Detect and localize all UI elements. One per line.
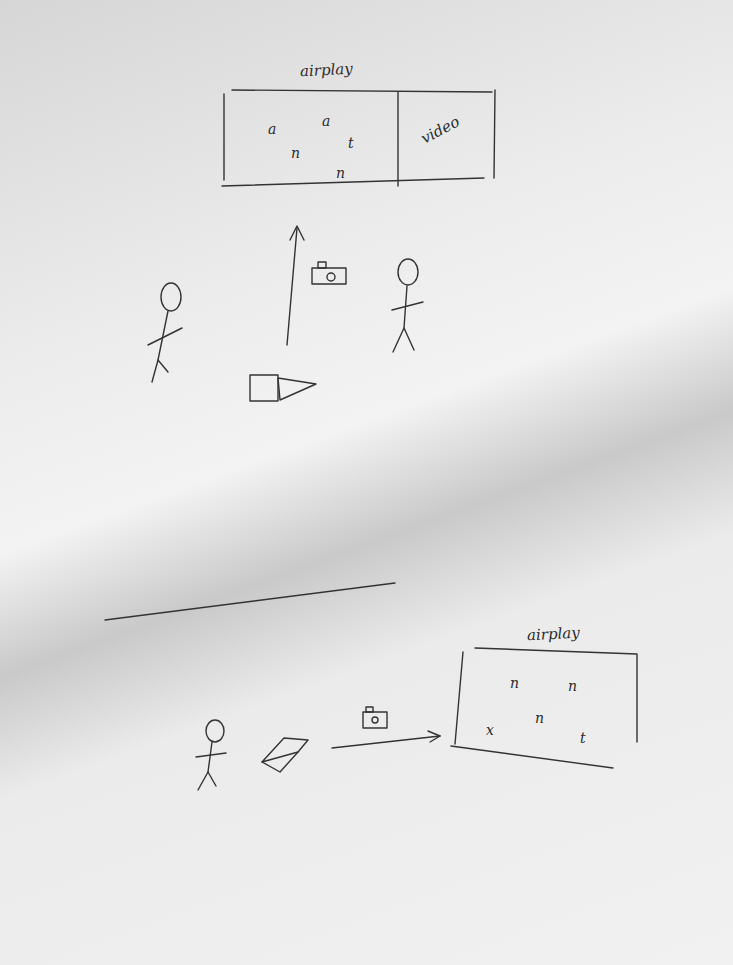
device-cone bbox=[278, 378, 316, 400]
figure-head bbox=[398, 259, 418, 285]
camera-top bbox=[366, 707, 373, 712]
screen-heading: airplay bbox=[527, 625, 581, 644]
scribble-letter: t bbox=[580, 731, 586, 745]
scribble-letter: a bbox=[268, 122, 276, 136]
video-panel: video bbox=[396, 90, 496, 182]
divider-line bbox=[105, 583, 395, 620]
scribble-letter: n bbox=[510, 676, 519, 690]
stick-figure bbox=[148, 283, 182, 382]
camera-body bbox=[363, 712, 387, 728]
stick-figure bbox=[196, 720, 226, 790]
right-arrow bbox=[332, 731, 440, 748]
scribble-letter: t bbox=[348, 136, 354, 150]
figure-head bbox=[206, 720, 224, 742]
box-border bbox=[451, 648, 637, 768]
scribble-letter: n bbox=[535, 711, 544, 725]
camera-lens bbox=[327, 273, 335, 281]
device-icon bbox=[250, 375, 316, 401]
laptop-icon bbox=[262, 738, 308, 772]
panel-label: video bbox=[419, 113, 463, 147]
laptop-base bbox=[262, 752, 298, 772]
camera-icon bbox=[363, 707, 387, 728]
camera-top bbox=[318, 262, 326, 268]
box-outline bbox=[222, 90, 496, 188]
scribble-letter: n bbox=[568, 679, 577, 693]
screen-heading: airplay bbox=[300, 61, 354, 80]
scribble-letter: n bbox=[291, 146, 300, 160]
figure-head bbox=[161, 283, 181, 311]
figure-legs bbox=[152, 360, 168, 382]
laptop-screen bbox=[262, 738, 308, 762]
arrow-head bbox=[428, 731, 440, 742]
box-border bbox=[222, 90, 495, 186]
scribble-letter: x bbox=[486, 723, 494, 737]
figure-legs bbox=[393, 328, 414, 352]
airplay-screen: airplay bbox=[455, 648, 641, 748]
up-arrow bbox=[287, 226, 304, 345]
scribble-letter: a bbox=[322, 114, 330, 128]
camera-icon bbox=[312, 262, 346, 284]
box-border bbox=[397, 92, 398, 186]
stick-figure bbox=[392, 259, 423, 352]
camera-body bbox=[312, 268, 346, 284]
arrow-shaft bbox=[287, 228, 297, 345]
figure-arms bbox=[392, 302, 423, 310]
device-body bbox=[250, 375, 278, 401]
camera-lens bbox=[372, 717, 378, 723]
arrow-shaft bbox=[332, 736, 440, 748]
arrow-head bbox=[290, 226, 304, 240]
box-outline bbox=[455, 648, 641, 748]
figure-arms bbox=[196, 753, 226, 757]
scribble-letter: n bbox=[336, 166, 345, 180]
figure-body bbox=[208, 742, 212, 772]
figure-legs bbox=[198, 772, 216, 790]
airplay-screen: airplayvideo bbox=[222, 90, 496, 188]
figure-arms bbox=[148, 328, 182, 345]
